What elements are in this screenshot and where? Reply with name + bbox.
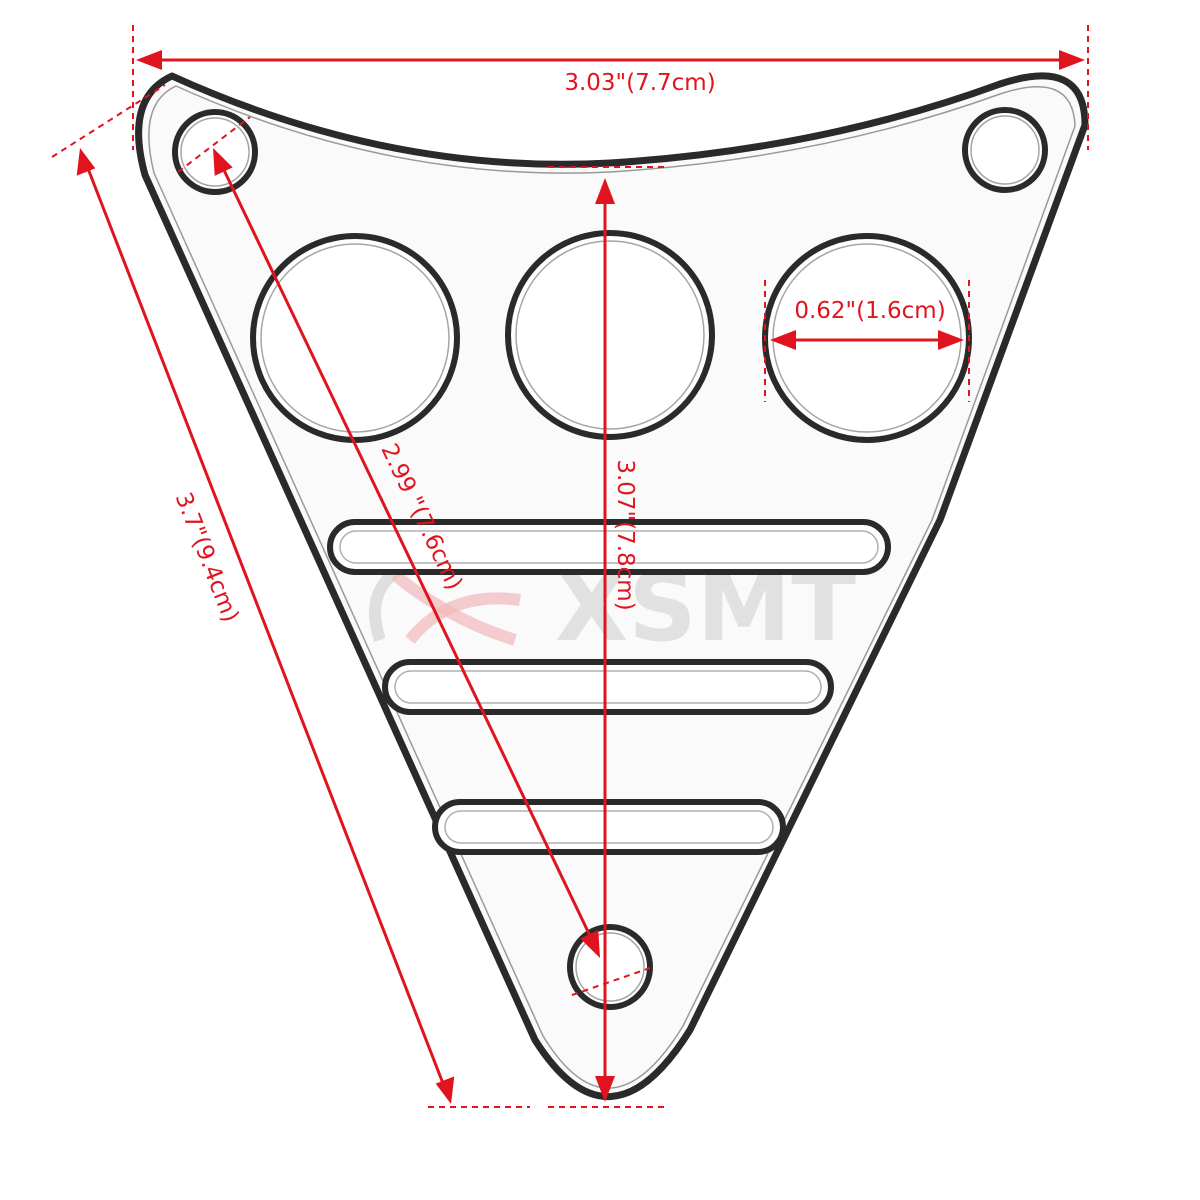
mounting-hole-top-right-edge [970, 115, 1040, 185]
slot-middle [382, 659, 834, 715]
gauge-hole-right-edge [772, 243, 962, 433]
dimension-side-length [76, 148, 455, 1104]
height-label: 3.07"(7.8cm) [612, 459, 638, 610]
mounting-hole-top-right [962, 107, 1048, 193]
dimension-hole-diameter [770, 330, 964, 350]
side-length-label: 3.7"(9.4cm) [170, 489, 244, 626]
dimension-hole-spacing [213, 148, 600, 958]
mounting-hole-bottom-edge [575, 932, 645, 1002]
gauge-hole-center [505, 230, 715, 440]
gauge-hole-center-edge [515, 240, 705, 430]
mounting-hole-top-left-edge [180, 117, 250, 187]
dimension-width [136, 50, 1085, 70]
hole-diameter-label: 0.62"(1.6cm) [794, 298, 945, 324]
gauge-hole-left [250, 233, 460, 443]
slot-top [327, 519, 891, 575]
plate-inner-edge [148, 85, 1076, 1089]
gauge-hole-left-edge [260, 243, 450, 433]
slot-bottom [432, 799, 786, 855]
slot-middle-edge [394, 670, 822, 704]
extension-lines [51, 25, 1089, 1108]
width-label: 3.03"(7.7cm) [564, 70, 715, 96]
dimension-height [595, 178, 615, 1102]
slot-bottom-edge [444, 810, 774, 844]
slot-top-edge [339, 530, 879, 564]
